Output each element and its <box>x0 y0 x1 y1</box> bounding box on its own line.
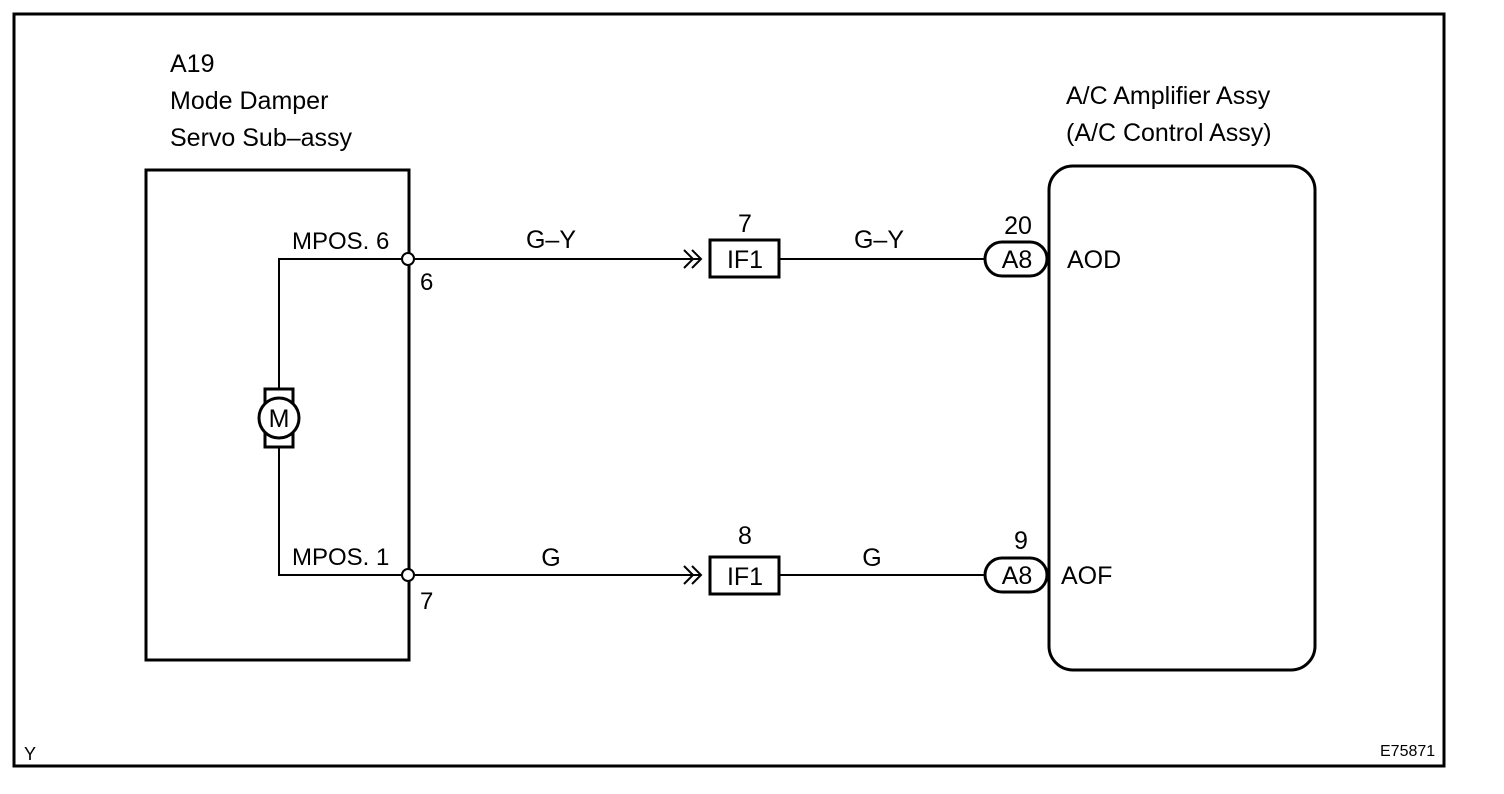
connector-bottom-terminal: AOF <box>1061 562 1112 590</box>
terminal-bottom-label: MPOS. 1 <box>292 544 389 571</box>
connector-bottom-label: A8 <box>1002 562 1033 590</box>
top-wire-color-left: G–Y <box>526 226 576 254</box>
right-component-box <box>1047 164 1317 672</box>
motor-wire-top <box>278 258 408 390</box>
top-wire-color-right: G–Y <box>854 226 904 254</box>
bottom-wire-color-right: G <box>862 544 881 572</box>
bottom-junction-pin: 8 <box>738 522 752 550</box>
terminal-top-pin-icon <box>401 252 415 266</box>
connector-bottom-shape <box>983 556 1049 594</box>
bottom-junction-chevron-icon <box>683 565 703 585</box>
terminal-bottom-pin-icon <box>401 568 415 582</box>
right-component-name-line1: A/C Amplifier Assy <box>1066 82 1271 110</box>
terminal-top-pin-number: 6 <box>420 269 433 296</box>
figure-id: E75871 <box>1380 743 1435 760</box>
right-component-name-line2: (A/C Control Assy) <box>1066 119 1272 147</box>
motor-wire-bottom <box>278 446 408 576</box>
connector-top-pin: 20 <box>1004 212 1032 240</box>
terminal-bottom-pin-number: 7 <box>420 588 433 615</box>
terminal-top-label: MPOS. 6 <box>292 228 389 255</box>
top-junction-pin: 7 <box>738 210 752 238</box>
footer-left-mark: Y <box>24 744 36 764</box>
top-junction-chevron-icon <box>683 249 703 269</box>
connector-top-terminal: AOD <box>1067 246 1121 274</box>
motor-symbol-label: M <box>269 405 290 433</box>
diagram-frame <box>12 12 1446 768</box>
connector-top-label: A8 <box>1002 246 1033 274</box>
bottom-wire-color-left: G <box>541 544 560 572</box>
bottom-junction-label: IF1 <box>727 563 763 591</box>
left-component-box <box>144 168 411 662</box>
left-component-name-line1: Mode Damper <box>170 87 328 115</box>
motor-icon: M <box>257 387 301 449</box>
top-junction-label: IF1 <box>727 246 763 274</box>
connector-top-shape <box>983 240 1049 278</box>
connector-bottom-pin: 9 <box>1014 527 1028 555</box>
bottom-junction-box <box>708 555 781 596</box>
left-component-name-line2: Servo Sub–assy <box>170 124 353 152</box>
left-component-id: A19 <box>170 50 214 78</box>
